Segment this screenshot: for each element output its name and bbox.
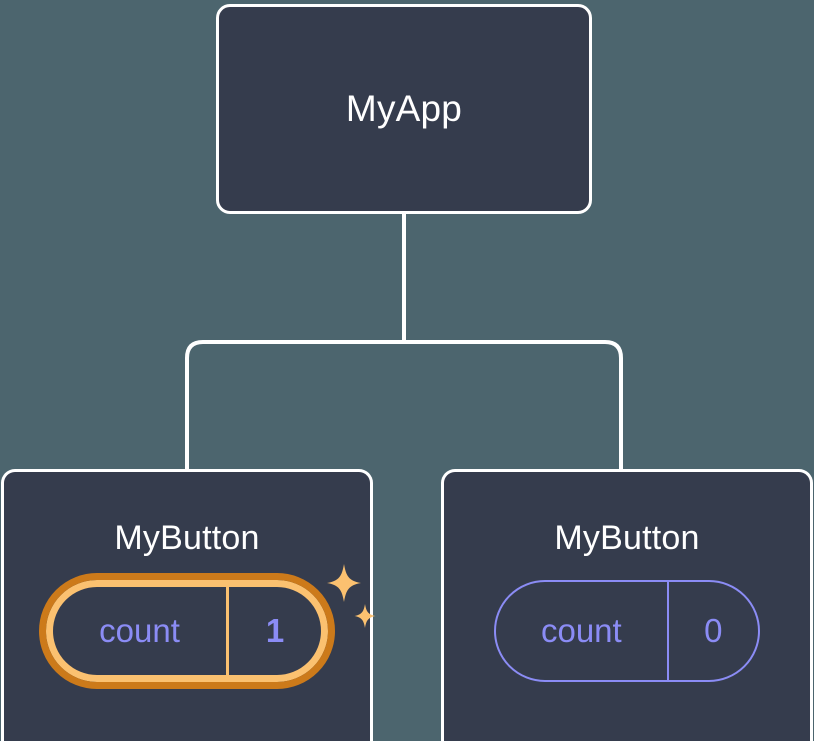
state-value-left: 1 <box>226 587 321 675</box>
node-mybutton-left-title: MyButton <box>114 519 260 557</box>
connector-branch <box>185 340 623 471</box>
node-mybutton-right[interactable]: MyButton count 0 <box>441 469 813 741</box>
node-myapp[interactable]: MyApp <box>216 4 592 214</box>
state-badge-left[interactable]: count 1 <box>39 573 335 689</box>
state-key-right: count <box>540 612 622 649</box>
state-key-left: count <box>99 612 180 649</box>
node-mybutton-right-title: MyButton <box>554 519 700 557</box>
sparkle-small-icon <box>354 604 376 628</box>
node-myapp-title: MyApp <box>345 88 463 129</box>
state-badge-right[interactable]: count 0 <box>494 580 760 682</box>
state-badge-right-wrap: count 0 <box>494 580 760 682</box>
state-value-right: 0 <box>666 582 758 680</box>
sparkle-icon <box>327 564 376 628</box>
node-mybutton-left[interactable]: MyButton count 1 <box>1 469 376 741</box>
sparkle-large-icon <box>327 564 361 602</box>
state-badge-left-wrap: count 1 <box>39 564 376 689</box>
